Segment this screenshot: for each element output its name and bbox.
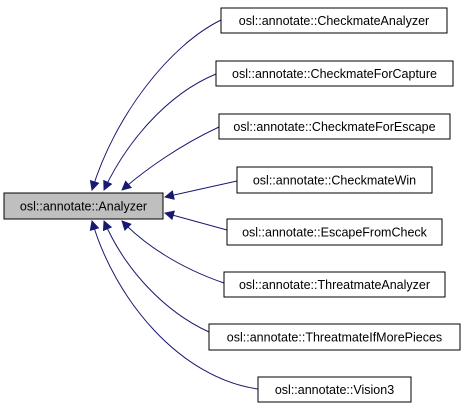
derived-node-checkmate-for-escape[interactable]: osl::annotate::CheckmateForEscape [218,113,451,140]
derived-label-checkmate-analyzer: osl::annotate::CheckmateAnalyzer [239,14,429,28]
derived-label-checkmate-for-capture: osl::annotate::CheckmateForCapture [232,67,437,81]
derived-node-vision3[interactable]: osl::annotate::Vision3 [257,376,412,403]
derived-node-threatmate-if-more-pieces[interactable]: osl::annotate::ThreatmateIfMorePieces [208,323,461,351]
edge-checkmate-for-capture [103,73,217,191]
derived-label-checkmate-for-escape: osl::annotate::CheckmateForEscape [233,120,435,134]
derived-label-threatmate-analyzer: osl::annotate::ThreatmateAnalyzer [239,278,430,292]
derived-label-threatmate-if-more-pieces: osl::annotate::ThreatmateIfMorePieces [227,331,442,345]
edge-checkmate-win [164,180,238,200]
derived-node-checkmate-for-capture[interactable]: osl::annotate::CheckmateForCapture [215,60,454,87]
derived-node-threatmate-analyzer[interactable]: osl::annotate::ThreatmateAnalyzer [223,271,446,298]
base-class-node[interactable]: osl::annotate::Analyzer [3,192,164,220]
derived-label-escape-from-check: osl::annotate::EscapeFromCheck [242,226,428,240]
edge-checkmate-analyzer [89,19,222,191]
inheritance-edges [89,19,259,390]
derived-node-checkmate-analyzer[interactable]: osl::annotate::CheckmateAnalyzer [220,7,448,34]
edge-checkmate-for-escape [121,126,220,191]
edge-escape-from-check [164,210,228,231]
base-class-label: osl::annotate::Analyzer [20,200,147,214]
derived-label-vision3: osl::annotate::Vision3 [275,383,394,397]
edge-threatmate-analyzer [121,220,225,284]
derived-node-checkmate-win[interactable]: osl::annotate::CheckmateWin [236,166,433,194]
derived-label-checkmate-win: osl::annotate::CheckmateWin [253,174,416,188]
edge-vision3 [89,220,259,390]
derived-node-escape-from-check[interactable]: osl::annotate::EscapeFromCheck [226,218,443,246]
edge-threatmate-if-more-pieces [102,220,210,333]
